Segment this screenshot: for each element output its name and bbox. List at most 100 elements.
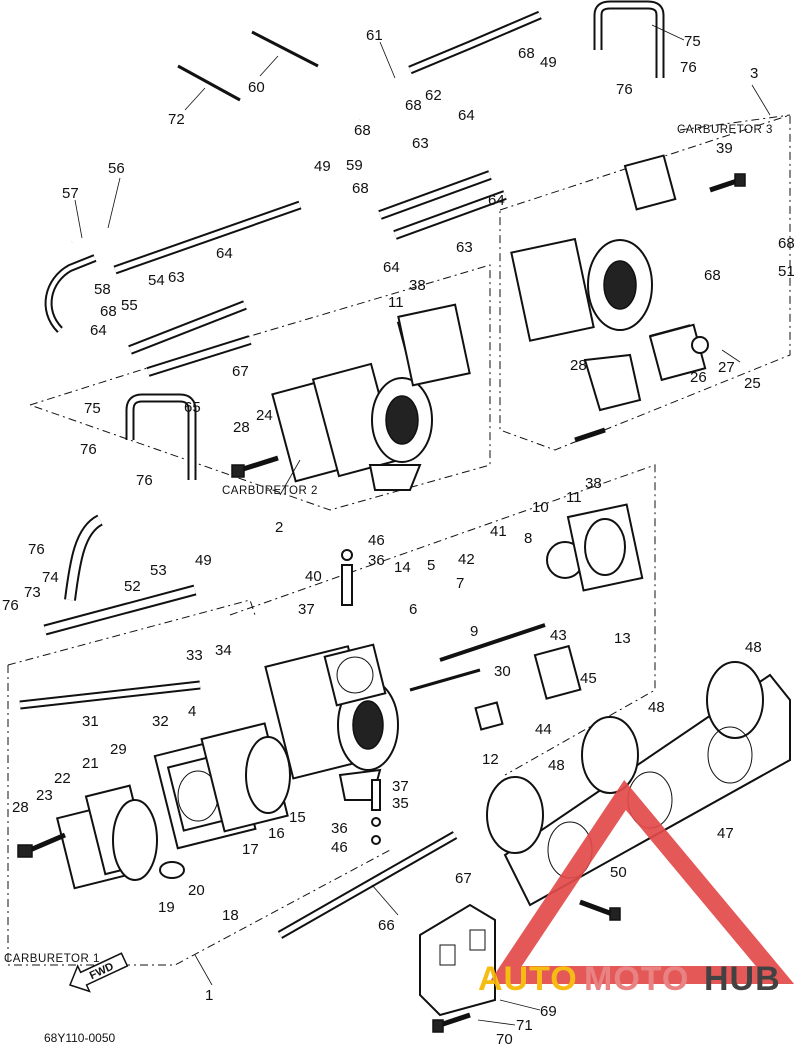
callout-76-b: 76 [680, 59, 697, 76]
callout-28-b: 28 [233, 419, 250, 436]
callout-73: 73 [24, 584, 41, 601]
group-labels: CARBURETOR 3 3 CARBURETOR 2 2 CARBURETOR… [4, 65, 773, 1004]
callout-23: 23 [36, 787, 53, 804]
callout-38-a: 38 [585, 475, 602, 492]
callout-14: 14 [394, 559, 411, 576]
carburetor-2-number: 2 [275, 519, 283, 536]
callout-52: 52 [124, 578, 141, 595]
callout-32: 32 [152, 713, 169, 730]
carburetor-1-label: CARBURETOR 1 [4, 953, 100, 965]
fwd-direction-arrow: FWD [69, 952, 129, 993]
intake-manifold [486, 661, 791, 907]
callout-34: 34 [215, 642, 232, 659]
automotohub-watermark: AUTO MOTO HUB [478, 779, 795, 998]
callout-31: 31 [82, 713, 99, 730]
carburetor-3-body [510, 154, 701, 412]
callout-65: 65 [184, 399, 201, 416]
callout-49-c: 49 [195, 552, 212, 569]
callout-68-b: 68 [405, 97, 422, 114]
callout-38-b: 38 [409, 277, 426, 294]
document-code: 68Y110-0050 [44, 1031, 116, 1045]
callout-26: 26 [690, 369, 707, 386]
callout-66: 66 [378, 917, 395, 934]
callout-50: 50 [610, 864, 627, 881]
watermark-hub: HUB [704, 960, 781, 998]
callout-46-b: 46 [331, 839, 348, 856]
callout-63-c: 63 [168, 269, 185, 286]
carburetor-3-label: CARBURETOR 3 [677, 124, 773, 136]
callout-47: 47 [717, 825, 734, 842]
callout-27: 27 [718, 359, 735, 376]
callout-48-a: 48 [745, 639, 762, 656]
callout-55: 55 [121, 297, 138, 314]
callout-5: 5 [427, 557, 435, 574]
callout-numbers: 4 5 6 7 8 9 10 11 11 12 13 14 15 16 17 1… [2, 27, 795, 1046]
callout-51: 51 [778, 263, 795, 280]
callout-64-e: 64 [90, 322, 107, 339]
callout-21: 21 [82, 755, 99, 772]
callout-41: 41 [490, 523, 507, 540]
callout-48-c: 48 [548, 757, 565, 774]
callout-58: 58 [94, 281, 111, 298]
callout-24: 24 [256, 407, 273, 424]
callout-61: 61 [366, 27, 383, 44]
callout-13: 13 [614, 630, 631, 647]
callout-10: 10 [532, 499, 549, 516]
watermark-triangle [488, 779, 795, 984]
carburetor-1-body [55, 643, 399, 890]
callout-11-b: 11 [388, 294, 404, 311]
callout-67-a: 67 [232, 363, 249, 380]
watermark-auto: AUTO [478, 960, 578, 998]
callout-46-a: 46 [368, 532, 385, 549]
leader-lines [74, 24, 771, 1026]
callout-9: 9 [470, 623, 478, 640]
callout-39: 39 [716, 140, 733, 157]
callout-76-e: 76 [28, 541, 45, 558]
callout-40: 40 [305, 568, 322, 585]
callout-4: 4 [188, 703, 196, 720]
callout-68-c: 68 [354, 122, 371, 139]
carburetor-3-number: 3 [750, 65, 758, 82]
callout-68-a: 68 [518, 45, 535, 62]
callout-48-b: 48 [648, 699, 665, 716]
callout-76-a: 76 [616, 81, 633, 98]
callout-49-b: 49 [314, 158, 331, 175]
callout-76-d: 76 [136, 472, 153, 489]
callout-28-a: 28 [12, 799, 29, 816]
callout-68-g: 68 [704, 267, 721, 284]
callout-20: 20 [188, 882, 205, 899]
callout-64-d: 64 [216, 245, 233, 262]
callout-33: 33 [186, 647, 203, 664]
callout-19: 19 [158, 899, 175, 916]
callout-37-b: 37 [392, 778, 409, 795]
callout-25: 25 [744, 375, 761, 392]
callout-72: 72 [168, 111, 185, 128]
bracket [419, 903, 496, 1017]
callout-8: 8 [524, 530, 532, 547]
callout-68-d: 68 [352, 180, 369, 197]
callout-29: 29 [110, 741, 127, 758]
callout-35: 35 [392, 795, 409, 812]
callout-53: 53 [150, 562, 167, 579]
callout-69: 69 [540, 1003, 557, 1020]
callout-7: 7 [456, 575, 464, 592]
callout-30: 30 [494, 663, 511, 680]
callout-76-f: 76 [2, 597, 19, 614]
callout-45: 45 [580, 670, 597, 687]
callout-6: 6 [409, 601, 417, 618]
callout-64-c: 64 [383, 259, 400, 276]
callout-57: 57 [62, 185, 79, 202]
callout-56: 56 [108, 160, 125, 177]
callout-75-b: 75 [84, 400, 101, 417]
watermark-moto: MOTO [584, 960, 689, 998]
callout-49-a: 49 [540, 54, 557, 71]
callout-17: 17 [242, 841, 259, 858]
callout-44: 44 [535, 721, 552, 738]
callout-16: 16 [268, 825, 285, 842]
callout-63-b: 63 [456, 239, 473, 256]
callout-18: 18 [222, 907, 239, 924]
callout-76-c: 76 [80, 441, 97, 458]
callout-68-e: 68 [100, 303, 117, 320]
fasteners-and-gaskets [17, 173, 746, 1033]
